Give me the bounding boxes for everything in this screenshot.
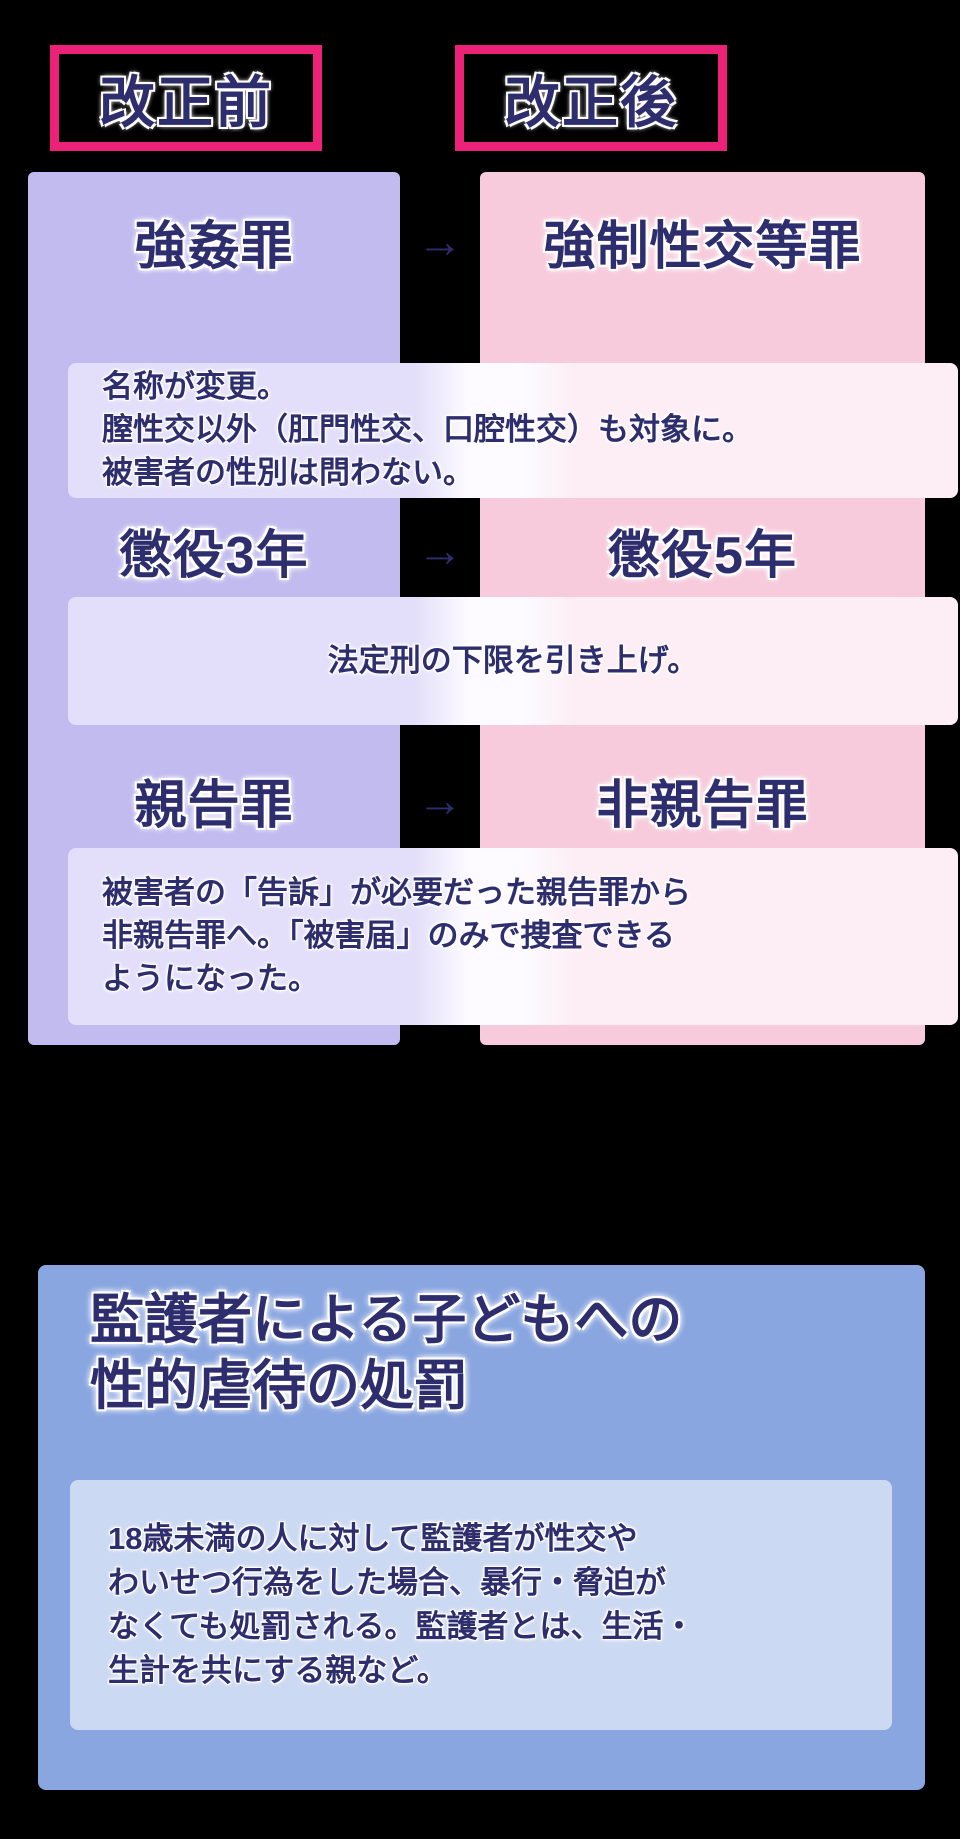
header-after-text: 改正後: [504, 70, 678, 134]
row-3-description: 被害者の「告訴」が必要だった親告罪から 非親告罪へ。「被害届」のみで捜査できる …: [68, 848, 958, 1025]
row-3-arrow-icon: →: [400, 745, 480, 855]
row-3-desc-line-3: ようになった。: [102, 960, 319, 996]
row-2-before-title: 懲役3年: [28, 495, 400, 605]
row-1-description: 名称が変更。 膣性交以外（肛門性交、口腔性交）も対象に。 被害者の性別は問わない…: [68, 363, 958, 498]
row-2-after-text: 懲役5年: [608, 526, 797, 585]
header-before-label: 改正前: [50, 45, 322, 151]
arrow-glyph: →: [417, 774, 463, 826]
arrow-glyph: →: [417, 524, 463, 576]
bottom-title-line-2: 性的虐待の処罰: [90, 1355, 468, 1416]
row-3-desc-line-2: 非親告罪へ。「被害届」のみで捜査できる: [102, 918, 675, 954]
row-2-after-title: 懲役5年: [480, 495, 925, 605]
row-3-after-title: 非親告罪: [480, 745, 925, 855]
row-2-desc-line-1: 法定刑の下限を引き上げ。: [327, 642, 699, 678]
row-1-after-text: 強制性交等罪: [543, 217, 862, 276]
row-1-before-text: 強姦罪: [134, 217, 294, 276]
row-1-desc-line-3: 被害者の性別は問わない。: [102, 454, 474, 490]
row-1-before-title: 強姦罪: [28, 186, 400, 296]
bottom-desc-line-4: 生計を共にする親など。: [108, 1653, 448, 1689]
arrow-glyph: →: [417, 215, 463, 267]
row-2-description: 法定刑の下限を引き上げ。: [68, 597, 958, 725]
row-3-before-text: 親告罪: [134, 776, 294, 835]
bottom-desc-line-3: なくても処罰される。監護者とは、生活・: [108, 1609, 695, 1644]
row-1-after-title: 強制性交等罪: [480, 186, 925, 296]
row-1-arrow-icon: →: [400, 186, 480, 296]
bottom-desc-line-2: わいせつ行為をした場合、暴行・脅迫が: [108, 1564, 666, 1600]
bottom-panel-title: 監護者による子どもへの 性的虐待の処罰: [90, 1288, 890, 1420]
row-1-desc-line-1: 名称が変更。: [102, 369, 288, 405]
header-before-text: 改正前: [99, 70, 273, 134]
row-1-desc-line-2: 膣性交以外（肛門性交、口腔性交）も対象に。: [102, 412, 753, 448]
row-3-after-text: 非親告罪: [596, 776, 809, 835]
bottom-desc-text: 18歳未満の人に対して監護者が性交や わいせつ行為をした場合、暴行・脅迫が なく…: [70, 1517, 733, 1693]
row-3-desc-line-1: 被害者の「告訴」が必要だった親告罪から: [102, 875, 691, 911]
row-2-arrow-icon: →: [400, 495, 480, 605]
bottom-desc-line-1: 18歳未満の人に対して監護者が性交や: [108, 1520, 638, 1556]
bottom-title-line-1: 監護者による子どもへの: [90, 1290, 683, 1350]
row-3-before-title: 親告罪: [28, 745, 400, 855]
header-after-label: 改正後: [455, 45, 727, 151]
row-2-before-text: 懲役3年: [119, 526, 309, 585]
bottom-panel-description: 18歳未満の人に対して監護者が性交や わいせつ行為をした場合、暴行・脅迫が なく…: [70, 1480, 892, 1730]
